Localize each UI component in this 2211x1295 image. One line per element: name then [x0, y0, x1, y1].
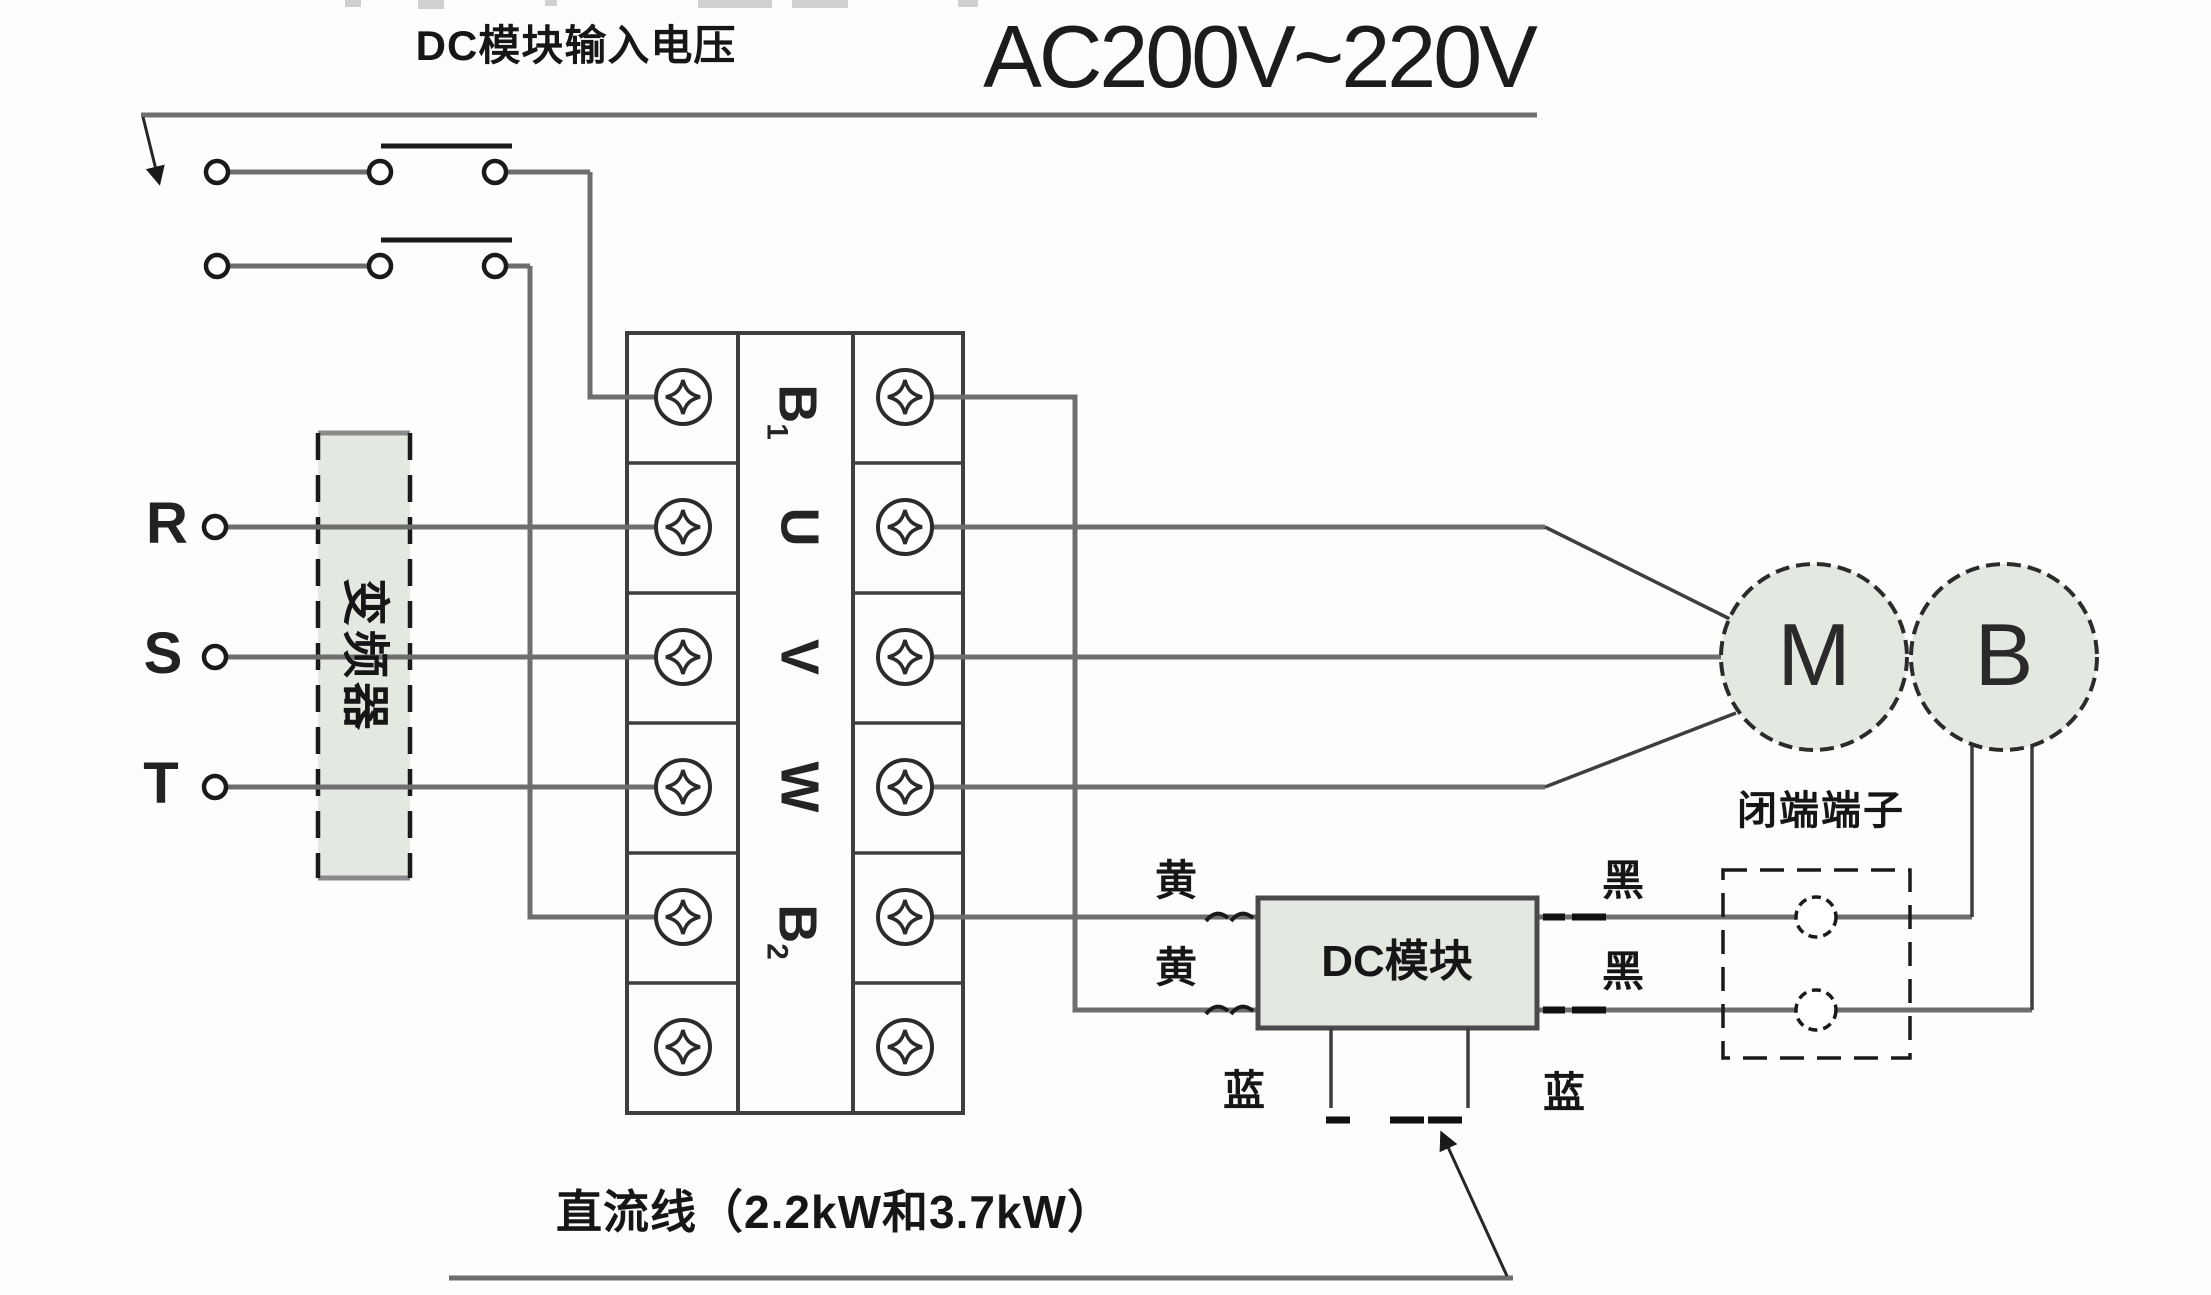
motor-circle	[1719, 562, 1909, 752]
disconnect-switch	[229, 143, 683, 920]
phase-label-r: R	[146, 491, 188, 556]
closed-end-terminal-box	[1721, 868, 1912, 1060]
screw-icon	[876, 498, 934, 556]
dc-module-label: DC模块	[1321, 937, 1473, 986]
dc-line-pointer-arrow	[1439, 1130, 1509, 1277]
dc-module-input-voltage-title: DC模块输入电压	[415, 22, 737, 69]
terminal-label-b2: B2	[760, 904, 828, 960]
r-input-terminal	[204, 516, 226, 538]
phase-label-s: S	[143, 621, 183, 686]
phase-label-t: T	[143, 751, 179, 816]
brake-circle	[1909, 562, 2099, 752]
terminal-label-v: V	[769, 638, 830, 676]
motor-label: M	[1777, 605, 1851, 704]
s-input-terminal	[204, 646, 226, 668]
wire-b1-to-dc-module	[905, 394, 1258, 1013]
switch-contact	[206, 161, 228, 183]
terminal-block	[625, 331, 965, 1115]
screw-icon	[654, 368, 712, 426]
terminal-label-u: U	[769, 507, 830, 547]
crimp-marks	[1204, 911, 1606, 1016]
wire-color-black-upper: 黑	[1601, 857, 1645, 904]
wire-switch2-to-b2	[527, 266, 683, 920]
screw-icon	[654, 888, 712, 946]
switch-contact	[484, 255, 506, 277]
wire-color-blue-right: 蓝	[1542, 1069, 1586, 1116]
screw-icon	[654, 1018, 712, 1076]
terminal-label-b1: B1	[760, 384, 828, 440]
screw-icon	[654, 498, 712, 556]
switch-contact	[206, 255, 228, 277]
top-crop-artifacts	[345, 0, 978, 9]
wire-color-yellow-upper: 黄	[1154, 857, 1198, 904]
inverter-label: 变频器	[338, 577, 391, 735]
ac-voltage-title: AC200V~220V	[983, 7, 1538, 106]
wire-color-yellow-lower: 黄	[1154, 944, 1198, 991]
wire-color-black-lower: 黑	[1601, 948, 1645, 995]
dc-module-box	[1255, 895, 1540, 1031]
closed-end-terminal-label: 闭端端子	[1737, 789, 1905, 833]
terminal-row-separators	[627, 461, 963, 985]
screw-icon	[876, 758, 934, 816]
terminal-label-w: W	[769, 761, 830, 813]
closed-end-terminal-circle	[1794, 895, 1838, 939]
wire-u-diagonal	[1544, 525, 1737, 624]
screw-icon	[876, 368, 934, 426]
wire-color-blue-left: 蓝	[1222, 1067, 1266, 1114]
supply-arrow	[141, 116, 165, 186]
wire-w-diagonal	[1544, 711, 1737, 789]
switch-contact	[369, 255, 391, 277]
t-input-terminal	[204, 776, 226, 798]
switch-contact	[369, 161, 391, 183]
wire-switch1-to-b1	[587, 172, 683, 400]
screw-icon	[654, 758, 712, 816]
screw-icon	[876, 1018, 934, 1076]
switch-contact	[484, 161, 506, 183]
screw-icon	[876, 888, 934, 946]
screw-icon	[876, 628, 934, 686]
dc-line-note: 直流线（2.2kW和3.7kW）	[556, 1186, 1114, 1238]
screw-icon	[654, 628, 712, 686]
closed-end-terminal-circle	[1794, 988, 1838, 1032]
brake-label: B	[1974, 605, 2034, 704]
